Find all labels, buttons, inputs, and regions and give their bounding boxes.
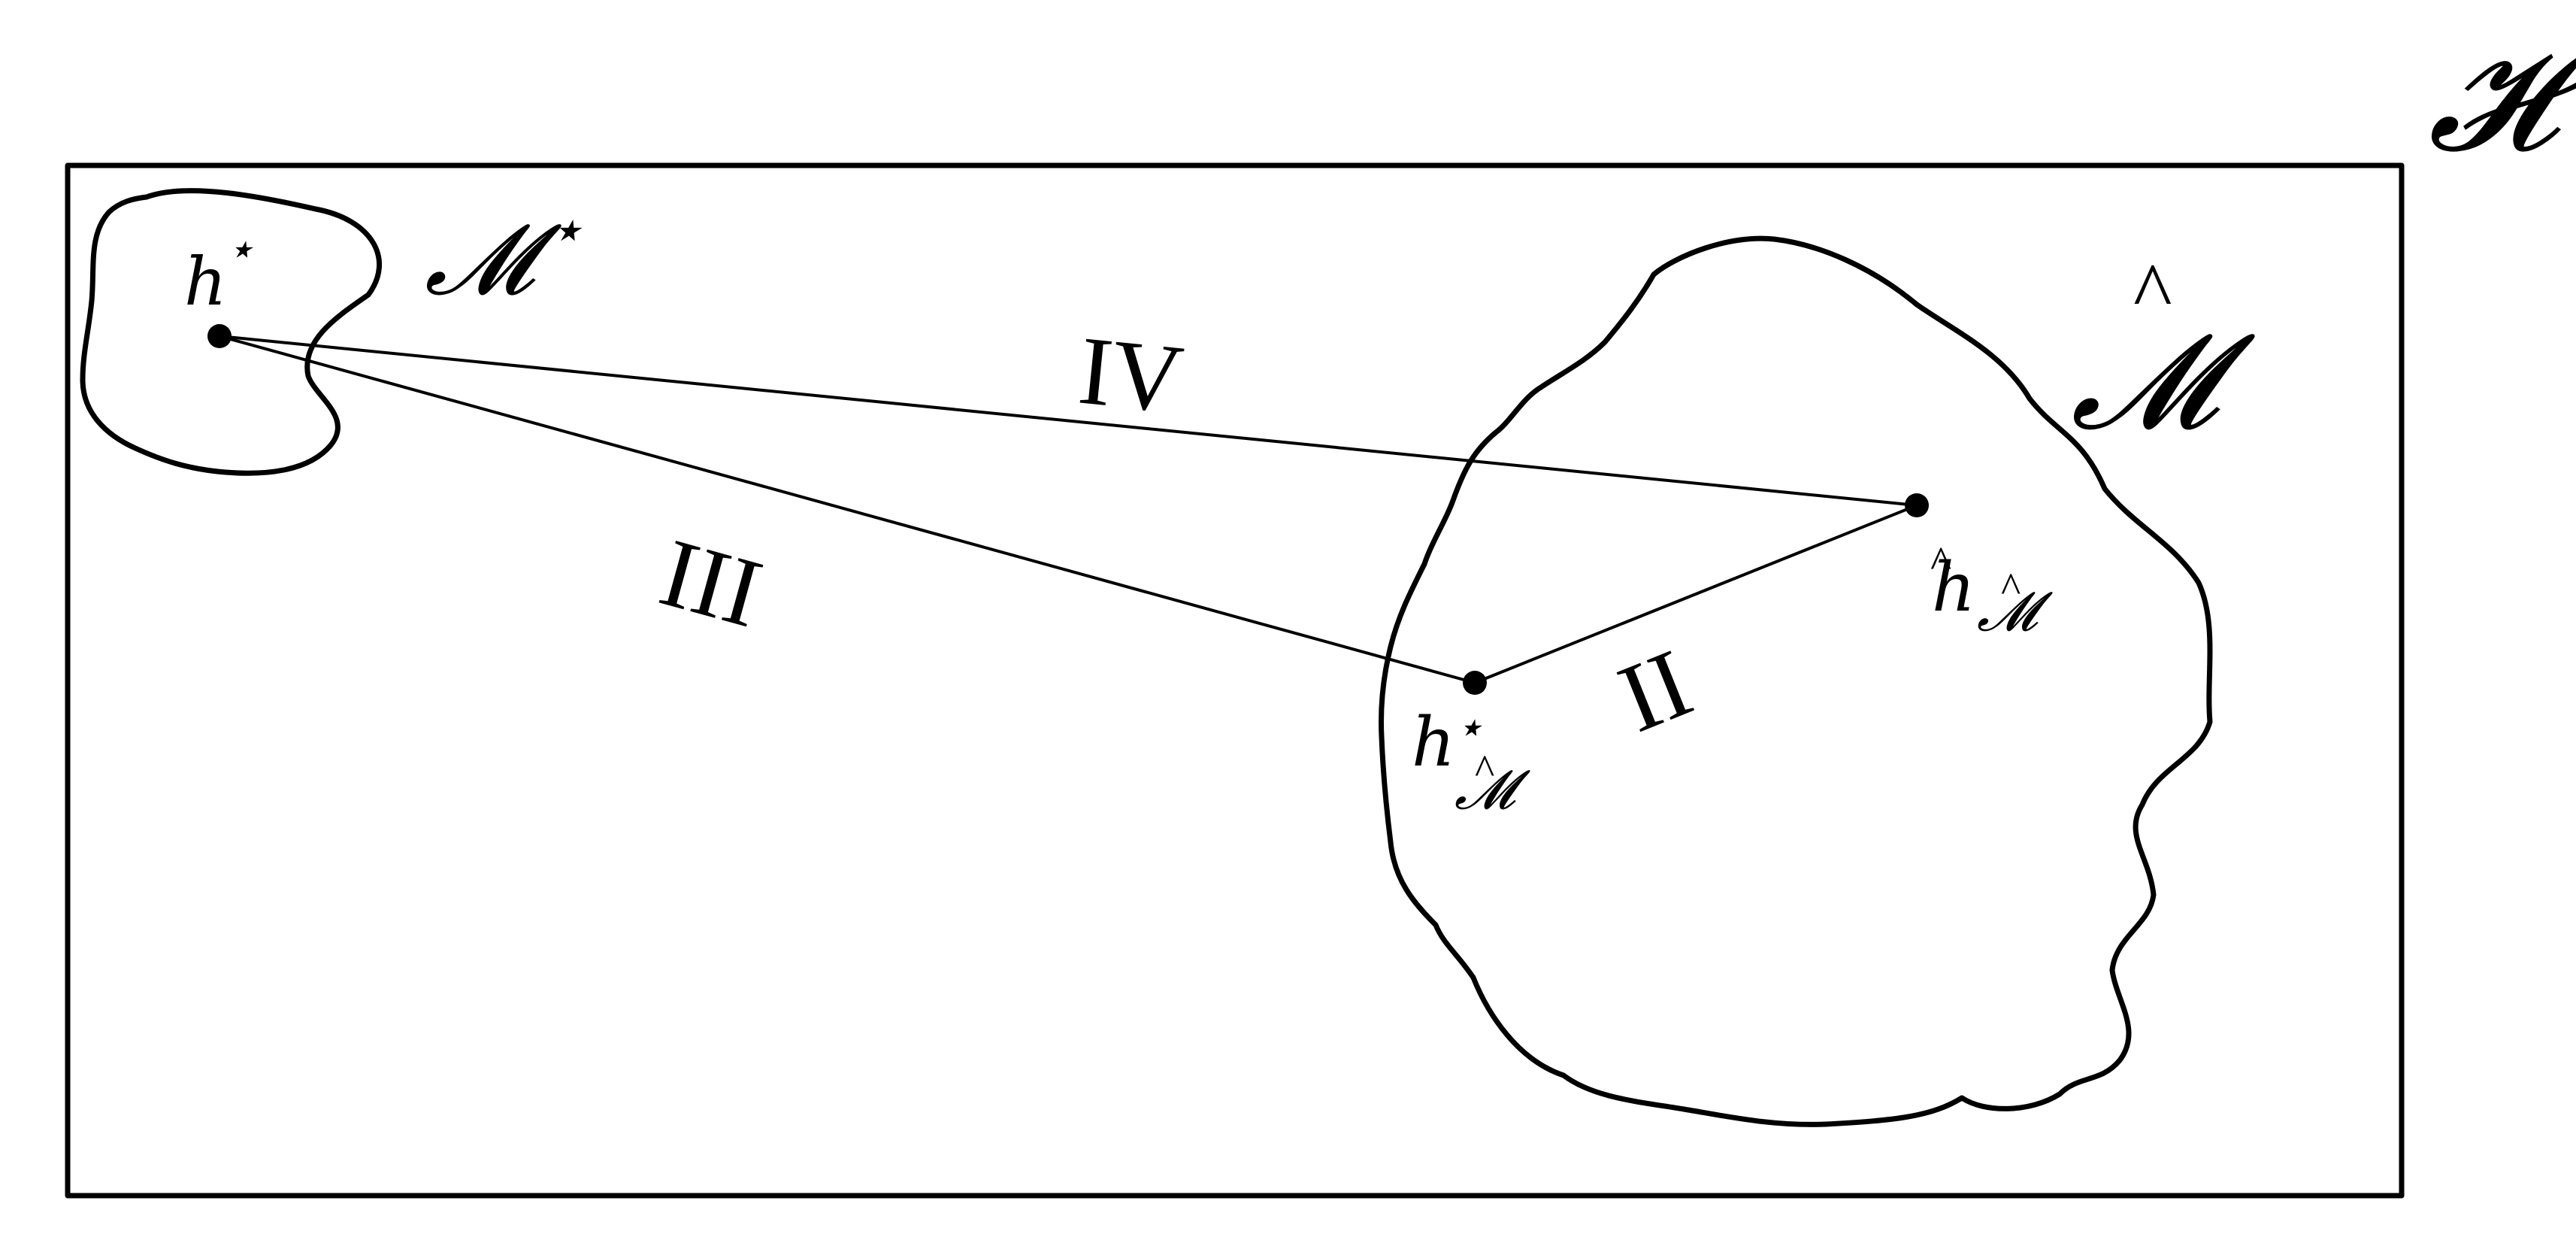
segment-iv (218, 335, 1918, 507)
svg-text:^: ^ (1475, 747, 1494, 793)
hypothesis-space-label: 𝓗 (2428, 17, 2576, 183)
svg-text:h: h (1932, 548, 1975, 627)
svg-text:𝓜: 𝓜 (1977, 580, 2053, 643)
svg-text:h: h (184, 243, 227, 320)
svg-text:𝓜: 𝓜 (425, 202, 562, 317)
estimated-model-region (1379, 235, 2213, 1127)
hypothesis-space-frame (65, 162, 2405, 1199)
svg-text:⋆: ⋆ (1454, 699, 1484, 754)
svg-text:𝓜: 𝓜 (2071, 306, 2256, 459)
label-true-model: 𝓜 ⋆ (425, 196, 584, 317)
label-segment-iv: IV (1074, 317, 1188, 435)
point-h-hat-m-hat (1905, 493, 1929, 517)
label-h-hat-m-hat: ^ h ^ 𝓜 (1930, 538, 2053, 643)
svg-text:𝓜: 𝓜 (1454, 758, 1530, 821)
svg-text:⋆: ⋆ (226, 221, 255, 276)
point-h-star (207, 324, 232, 348)
svg-text:^: ^ (1930, 538, 1951, 587)
svg-text:^: ^ (2133, 246, 2172, 338)
segment-iii (218, 335, 1476, 684)
label-segment-ii: II (1605, 629, 1706, 753)
point-h-star-m-hat (1463, 671, 1487, 695)
label-estimated-model: ^ 𝓜 (2071, 246, 2256, 459)
svg-text:h: h (1412, 703, 1455, 782)
label-segment-iii: III (649, 518, 772, 648)
segment-ii (1473, 504, 1918, 684)
svg-text:^: ^ (2001, 565, 2021, 611)
svg-text:⋆: ⋆ (547, 196, 584, 264)
label-h-star: h ⋆ (184, 221, 255, 320)
true-model-region (80, 188, 383, 476)
label-h-star-m-hat: h ⋆ ^ 𝓜 (1412, 699, 1530, 821)
